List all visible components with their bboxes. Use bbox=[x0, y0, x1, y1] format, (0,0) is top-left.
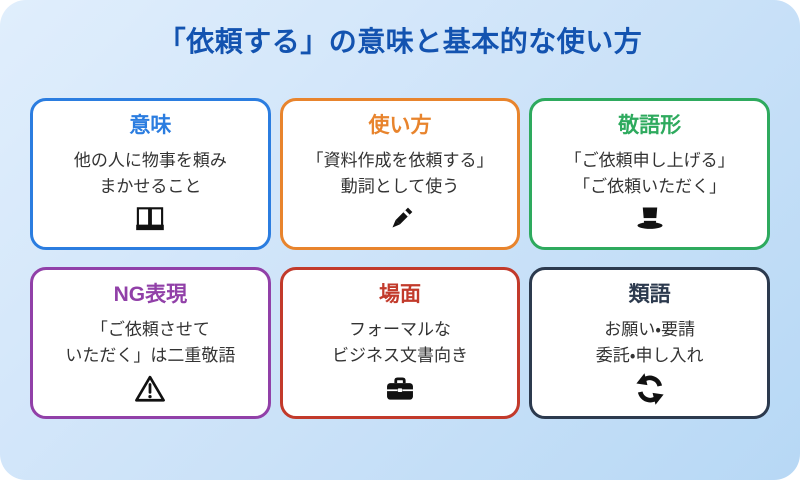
card-ng-expression-line2: いただく」は二重敬語 bbox=[65, 346, 236, 365]
card-honorific: 敬語形 「ご依頼申し上げる」「ご依頼いただく」 bbox=[529, 98, 770, 250]
card-ng-expression-line1: 「ご依頼させて bbox=[90, 320, 210, 339]
card-scene-text: フォーマルなビジネス文書向き bbox=[332, 317, 468, 369]
card-usage-line1: 「資料作成を依頼する」 bbox=[306, 151, 494, 170]
card-ng-expression-text: 「ご依頼させていただく」は二重敬語 bbox=[65, 317, 235, 369]
card-honorific-line1: 「ご依頼申し上げる」 bbox=[564, 151, 735, 170]
card-scene-title: 場面 bbox=[378, 283, 421, 306]
card-synonyms-line2: 委託・申し入れ bbox=[595, 346, 704, 365]
card-honorific-title: 敬語形 bbox=[618, 114, 682, 137]
card-ng-expression: NG表現 「ご依頼させていただく」は二重敬語 bbox=[30, 267, 271, 419]
card-synonyms: 類語 お願い・要請委託・申し入れ bbox=[529, 267, 770, 419]
card-scene-line1: フォーマルな bbox=[348, 320, 451, 339]
pencil-icon bbox=[382, 203, 418, 237]
card-meaning: 意味 他の人に物事を頼みまかせること bbox=[30, 98, 271, 250]
card-meaning-line2: まかせること bbox=[99, 177, 202, 196]
card-usage-line2: 動詞として使う bbox=[340, 177, 460, 196]
warning-icon bbox=[132, 372, 168, 406]
cycle-arrows-icon bbox=[632, 372, 668, 406]
top-hat-icon bbox=[632, 203, 668, 237]
page-title: 「依頼する」の意味と基本的な使い方 bbox=[157, 26, 643, 57]
card-synonyms-line1: お願い・要請 bbox=[604, 320, 696, 339]
card-honorific-line2: 「ご依頼いただく」 bbox=[573, 177, 727, 196]
card-ng-expression-title: NG表現 bbox=[113, 283, 188, 306]
card-meaning-title: 意味 bbox=[129, 114, 172, 137]
card-usage-title: 使い方 bbox=[368, 114, 432, 137]
card-scene: 場面 フォーマルなビジネス文書向き bbox=[279, 267, 521, 419]
card-synonyms-text: お願い・要請委託・申し入れ bbox=[596, 317, 704, 369]
card-meaning-text: 他の人に物事を頼みまかせること bbox=[74, 148, 227, 200]
card-synonyms-title: 類語 bbox=[628, 283, 671, 306]
card-usage: 使い方 「資料作成を依頼する」動詞として使う bbox=[279, 98, 521, 250]
briefcase-icon bbox=[382, 372, 418, 406]
card-honorific-text: 「ご依頼申し上げる」「ご依頼いただく」 bbox=[565, 148, 735, 200]
card-grid: 意味 他の人に物事を頼みまかせること 使い方 「資料作成を依頼する」動詞として使… bbox=[0, 58, 800, 419]
open-book-icon bbox=[132, 203, 168, 237]
card-scene-line2: ビジネス文書向き bbox=[331, 346, 468, 365]
card-meaning-line1: 他の人に物事を頼み bbox=[73, 151, 227, 170]
card-usage-text: 「資料作成を依頼する」動詞として使う bbox=[306, 148, 493, 200]
